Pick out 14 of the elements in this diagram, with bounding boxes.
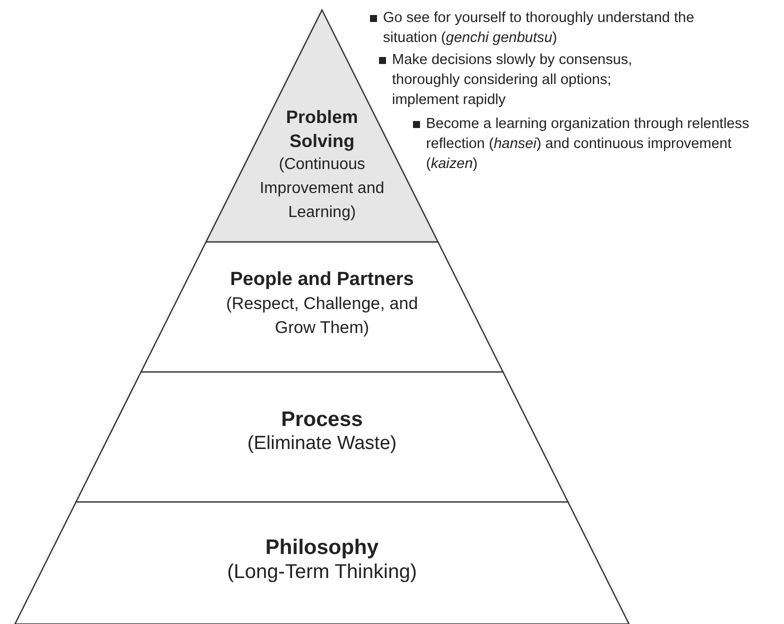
tier-heading: People and Partners [230,268,414,292]
pyramid-tier [15,502,629,624]
bullet-text: Go see for yourself to thoroughly understand the situation (genchi genbutsu) [383,9,696,48]
tier-heading: Problem Solving [284,106,360,153]
tier-description: (Long-Term Thinking) [227,560,417,584]
pyramid-tier [141,242,503,372]
tier-description: (Eliminate Waste) [247,432,397,456]
tier-description: (Respect, Challenge, and Grow Them) [225,293,419,339]
bullet-text: Make decisions slowly by consensus, thoroughly considering all options; implement rapidly [392,51,634,110]
pyramid-tier [76,372,568,502]
tier-description: (Continuous Improvement and Learning) [258,155,386,223]
bullet-text: Become a learning organization through relentless reflection (hansei) and continuous improvement (kaizen) [426,115,750,174]
tier-heading: Philosophy [265,536,379,560]
tier-heading: Process [281,408,363,432]
